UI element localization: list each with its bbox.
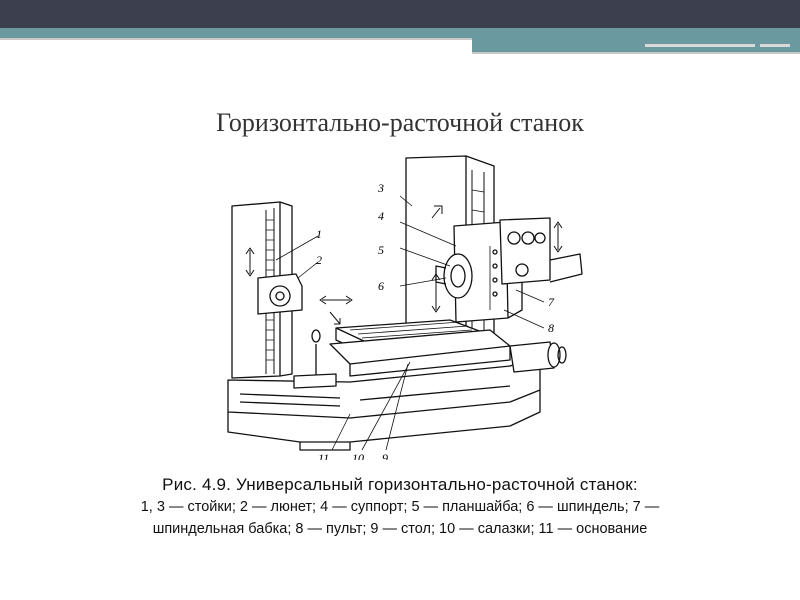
motor: [509, 341, 567, 373]
header-bar-step: [472, 38, 800, 52]
header-step-line: [472, 52, 800, 54]
header-step-highlight-small: [760, 44, 790, 47]
machine-table: [329, 319, 511, 377]
callout-9: 9: [382, 451, 388, 460]
callout-labels: 1 2 3 4 5 6 7 8 9 10 11: [316, 181, 555, 460]
left-column: [231, 201, 293, 379]
lunette: [257, 273, 303, 315]
motion-arrows: [245, 205, 563, 325]
caption-heading: Рис. 4.9. Универсальный горизонтально-ра…: [162, 475, 638, 494]
callout-3: 3: [377, 181, 384, 195]
callout-10: 10: [352, 451, 364, 460]
callout-2: 2: [316, 253, 322, 267]
control-lever: [293, 329, 337, 389]
boring-machine-drawing: 1 2 3 4 5 6 7 8 9 10 11: [227, 155, 583, 460]
callout-8: 8: [548, 321, 554, 335]
slide-title: Горизонтально-расточной станок: [216, 108, 584, 137]
header-step-highlight: [645, 44, 755, 47]
figure-caption: Рис. 4.9. Универсальный горизонтально-ра…: [40, 474, 760, 540]
callout-1: 1: [316, 227, 322, 241]
caption-legend-line-2: шпиндельная бабка; 8 — пульт; 9 — стол; …: [152, 521, 648, 537]
faceplate: [435, 253, 473, 299]
header-bar-dark: [0, 0, 800, 28]
callout-4: 4: [378, 209, 384, 223]
callout-5: 5: [378, 243, 384, 257]
header-bar-accent: [0, 28, 800, 38]
callout-7: 7: [548, 295, 555, 309]
machine-base: [227, 355, 541, 451]
leader-lines: [275, 195, 545, 451]
callout-11: 11: [318, 451, 329, 460]
callout-6: 6: [378, 279, 384, 293]
gearbox: [499, 217, 583, 285]
caption-legend-line-1: 1, 3 — стойки; 2 — люнет; 4 — суппорт; 5…: [140, 499, 660, 515]
header-divider-line: [0, 38, 472, 40]
